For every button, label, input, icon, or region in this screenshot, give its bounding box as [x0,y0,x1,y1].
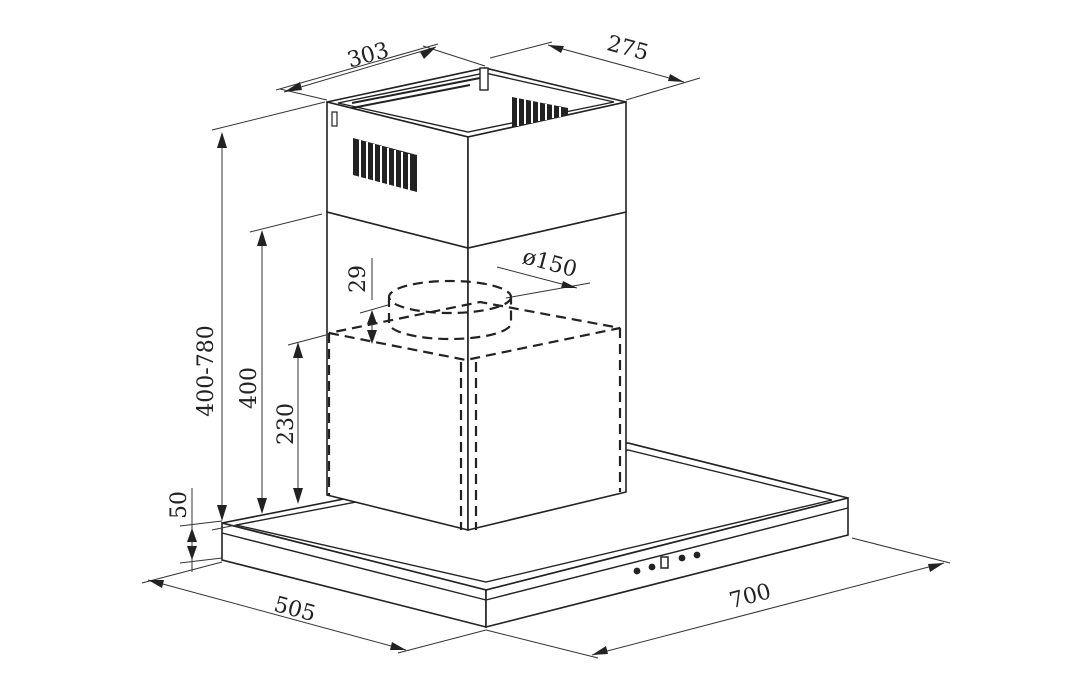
vent-slots-left [353,138,417,192]
dim-label-lower-chimney: 400 [237,367,262,409]
dim-label-motor-housing: 230 [274,403,299,445]
dim-label-canopy-height: 50 [167,491,192,519]
control-button [633,567,641,575]
dimension-lines [141,41,951,659]
control-display [660,556,669,569]
upper-chimney [326,67,627,250]
dim-label-canopy-depth: 505 [271,592,318,627]
dim-label-chimney-adjust: 400-780 [194,325,219,416]
dim-label-chimney-width: 303 [345,38,392,74]
control-button [678,554,686,562]
dim-label-collar-height: 29 [346,265,371,293]
duct-collar-bottom [387,297,513,341]
control-panel [633,551,701,575]
vent-slots-right [512,97,568,127]
control-button [693,551,701,559]
dim-label-chimney-depth: 275 [604,31,651,66]
control-button [648,563,656,571]
